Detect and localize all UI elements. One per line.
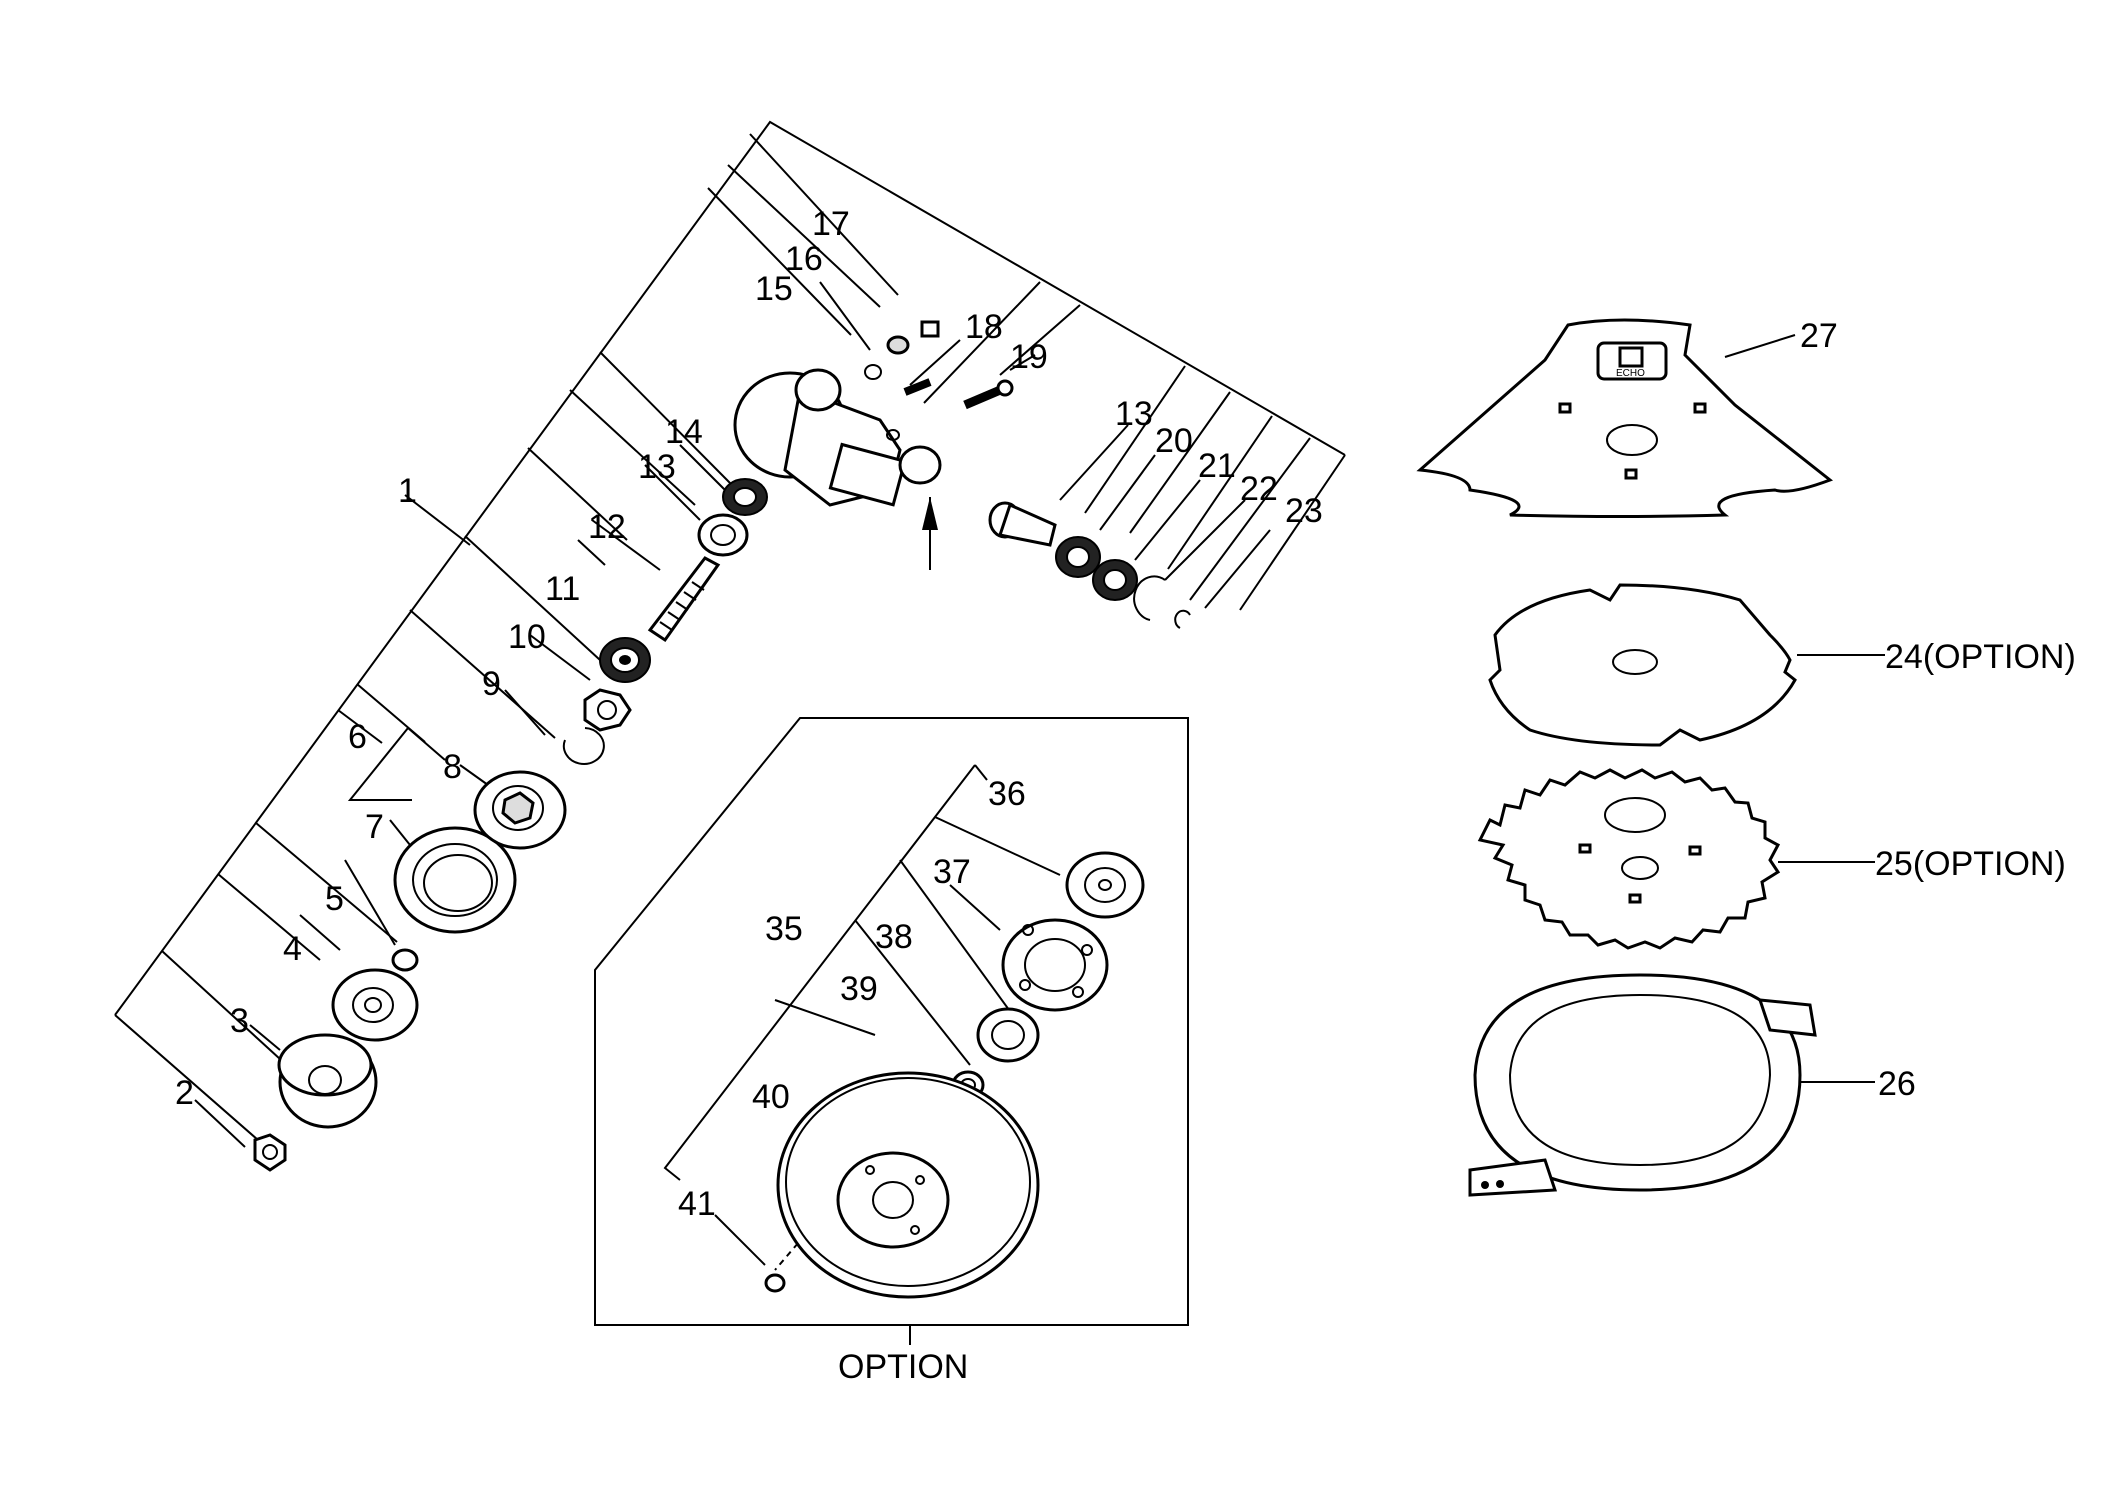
part-labels: 1 2 3 4 5 6 7 8 9 10 11 12 13 13 14 15 1… [175,205,2076,1386]
label-20: 20 [1155,422,1193,460]
label-27: 27 [1800,317,1838,355]
bearing-21 [1092,559,1138,601]
label-9: 9 [482,665,501,703]
bearing-38 [976,1007,1040,1063]
holder-7 [393,826,517,934]
blade-25 [1477,768,1875,950]
snap-ring-22 [1133,575,1166,621]
label-38: 38 [875,918,913,956]
cover-3 [277,1033,378,1129]
blade-24 [1488,583,1885,747]
label-13: 13 [638,448,676,486]
label-19: 19 [1010,338,1048,376]
housing-37 [1001,918,1109,1012]
label-37: 37 [933,853,971,891]
bearing-11 [599,637,651,683]
guard-26 [1468,973,1875,1197]
label-36: 36 [988,775,1026,813]
plate-10 [583,688,632,732]
label-22: 22 [1240,470,1278,508]
gear-13 [697,513,749,557]
option-box [594,717,1189,1345]
bearing-14 [722,478,768,516]
bolt-41 [764,1273,786,1293]
washer-15 [864,364,882,380]
label-14: 14 [665,413,703,451]
ring-5 [391,948,419,972]
nut-2 [253,1133,287,1172]
screw-17 [920,320,940,338]
blade-27 [1416,318,1834,518]
holder-8 [473,770,567,850]
disc-40 [776,1071,1040,1299]
bracket-lines [114,120,1346,1148]
washer-4 [331,968,419,1042]
label-2: 2 [175,1074,194,1112]
bearing-20 [1055,536,1101,578]
label-10: 10 [508,618,546,656]
label-26: 26 [1878,1065,1916,1103]
label-3: 3 [230,1002,249,1040]
label-41: 41 [678,1185,716,1223]
label-35: 35 [765,910,803,948]
label-17: 17 [812,205,850,243]
label-40: 40 [752,1078,790,1116]
label-11: 11 [545,570,580,608]
label-21: 21 [1198,447,1236,485]
label-13b: 13 [1115,395,1153,433]
washer-16 [886,335,910,355]
gear-case-1 [733,368,942,507]
shaft-12 [647,556,721,643]
label-23: 23 [1285,492,1323,530]
label-7: 7 [365,808,384,846]
label-16: 16 [785,240,823,278]
washer-36 [1065,851,1145,919]
label-39: 39 [840,970,878,1008]
label-option: OPTION [838,1348,968,1386]
label-4: 4 [283,930,302,968]
label-18: 18 [965,308,1003,346]
blade-logo-text: ECHO [1616,368,1645,379]
bolt-19 [963,379,1014,410]
label-15: 15 [755,270,793,308]
label-24: 24(OPTION) [1885,638,2076,676]
label-1: 1 [398,472,417,510]
label-25: 25(OPTION) [1875,845,2066,883]
gear-13b [988,501,1057,547]
label-12: 12 [588,508,626,546]
snap-ring-23 [1174,609,1191,629]
label-6: 6 [348,718,367,756]
label-5: 5 [325,880,344,918]
snap-ring-9 [562,727,605,765]
bolt-18 [903,378,932,396]
label-8: 8 [443,748,462,786]
